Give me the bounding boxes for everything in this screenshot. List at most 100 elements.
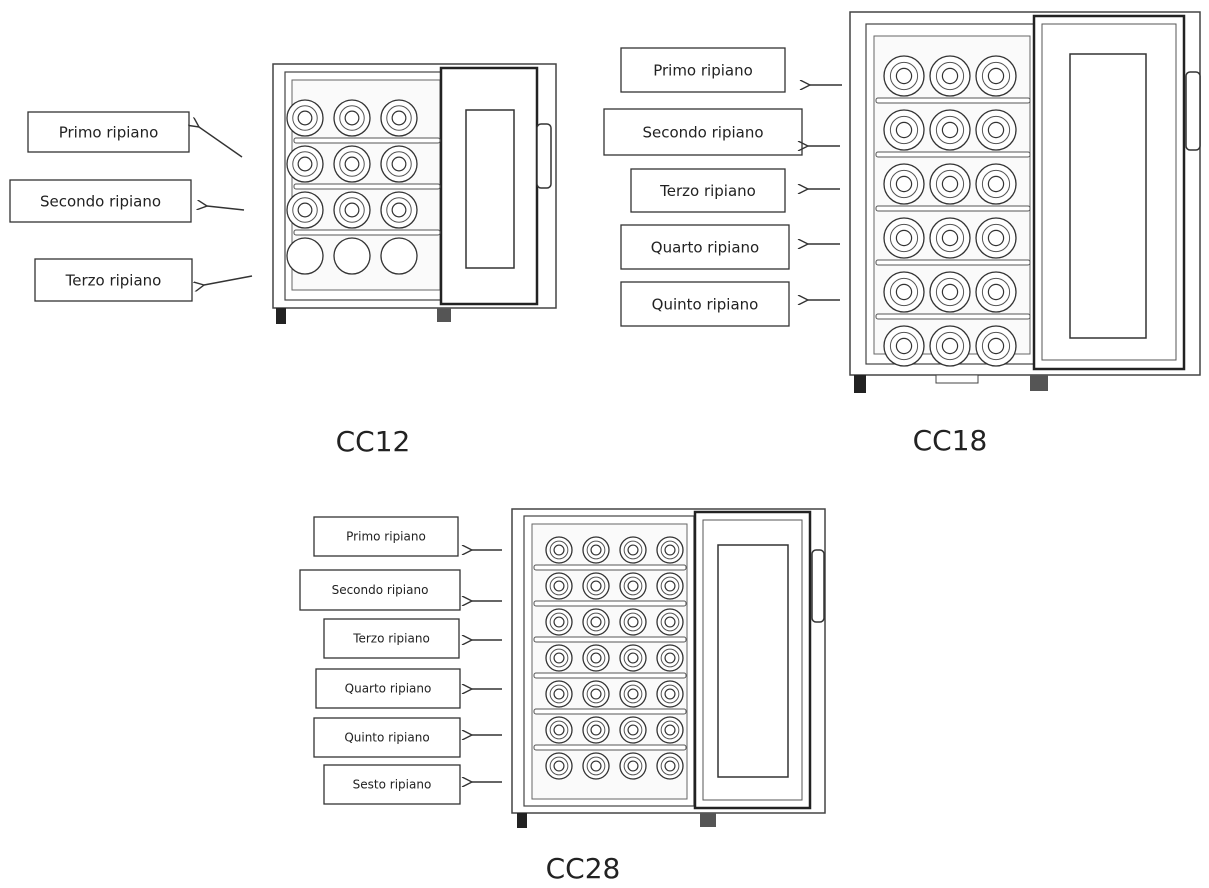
shelf-label-text: Sesto ripiano [353, 778, 432, 792]
bottle-rack [286, 99, 441, 275]
bottle [975, 325, 1017, 367]
bottle [656, 752, 684, 780]
bottle [545, 680, 573, 708]
bottle [545, 536, 573, 564]
shelf-label-box: Quinto ripiano [620, 281, 790, 327]
shelf-bar [533, 744, 687, 751]
bottle [975, 109, 1017, 151]
shelf-label-text: Primo ripiano [653, 61, 753, 79]
bottle [286, 99, 324, 137]
shelf-label-box: Terzo ripiano [630, 168, 786, 213]
cooler-door [439, 66, 552, 306]
bottle [975, 217, 1017, 259]
cooler-door [693, 510, 825, 810]
bottle [883, 217, 925, 259]
shelf-label-text: Terzo ripiano [659, 182, 756, 200]
shelf-label-box: Primo ripiano [27, 111, 190, 153]
bottle [656, 572, 684, 600]
bottle-rack [533, 536, 687, 780]
door-handle [811, 549, 825, 623]
shelf-label-text: Terzo ripiano [352, 632, 430, 646]
shelf-label-text: Secondo ripiano [40, 192, 161, 210]
bottle [619, 572, 647, 600]
bottle [619, 536, 647, 564]
bottle [619, 752, 647, 780]
bottle [380, 191, 418, 229]
bottle [656, 536, 684, 564]
shelf-bar [875, 259, 1031, 266]
shelf-label-text: Secondo ripiano [642, 123, 763, 141]
bottle [380, 237, 418, 275]
shelf-label-box: Terzo ripiano [323, 618, 460, 659]
shelf-bar [875, 313, 1031, 320]
shelf-label-text: Primo ripiano [59, 123, 159, 141]
bottle [656, 716, 684, 744]
shelf-label-box: Terzo ripiano [34, 258, 193, 302]
bottle [883, 325, 925, 367]
shelf-label-box: Secondo ripiano [9, 179, 192, 223]
bottle [380, 99, 418, 137]
shelf-label-box: Quarto ripiano [620, 224, 790, 270]
bottle [582, 716, 610, 744]
bottle [619, 644, 647, 672]
shelf-label-box: Secondo ripiano [603, 108, 803, 156]
bottle [380, 145, 418, 183]
bottle [333, 145, 371, 183]
bottle [545, 644, 573, 672]
bottle [929, 325, 971, 367]
pointer-arrow [199, 127, 243, 158]
model-label-cc18: CC18 [913, 424, 988, 457]
shelf-bar [533, 708, 687, 715]
shelf-bar [533, 672, 687, 679]
cooler-feet [517, 813, 716, 828]
bottle [975, 55, 1017, 97]
bottle [929, 217, 971, 259]
cooler-feet [854, 374, 1048, 393]
shelf-label-text: Quarto ripiano [651, 238, 759, 256]
shelf-label-text: Quarto ripiano [345, 682, 432, 696]
bottle [582, 572, 610, 600]
bottle [333, 237, 371, 275]
shelf-label-text: Quinto ripiano [652, 295, 759, 313]
bottle [582, 680, 610, 708]
bottle [619, 716, 647, 744]
shelf-label-box: Sesto ripiano [323, 764, 461, 805]
shelf-label-box: Primo ripiano [313, 516, 459, 557]
bottle [286, 191, 324, 229]
bottle [619, 608, 647, 636]
door-handle [1185, 71, 1201, 151]
cooler-door [1032, 14, 1201, 371]
shelf-bar [875, 97, 1031, 104]
shelf-label-box: Quarto ripiano [315, 668, 461, 709]
bottle-rack [875, 55, 1031, 367]
shelf-label-box: Quinto ripiano [313, 717, 461, 758]
bottle [333, 191, 371, 229]
bottle [929, 271, 971, 313]
bottle [975, 163, 1017, 205]
bottle [656, 608, 684, 636]
bottle [286, 145, 324, 183]
bottle [656, 644, 684, 672]
bottle [975, 271, 1017, 313]
pointer-arrow [204, 275, 253, 285]
bottle [929, 163, 971, 205]
shelf-bar [533, 564, 687, 571]
shelf-label-box: Secondo ripiano [299, 569, 461, 611]
bottle [883, 55, 925, 97]
shelf-bar [533, 600, 687, 607]
door-handle [536, 123, 552, 189]
cooler-feet [276, 308, 451, 324]
model-label-cc12: CC12 [336, 425, 411, 458]
bottle [582, 644, 610, 672]
pointer-arrow [207, 206, 245, 211]
shelf-bar [533, 636, 687, 643]
shelf-label-text: Terzo ripiano [65, 271, 162, 289]
bottle [545, 572, 573, 600]
bottle [545, 752, 573, 780]
shelf-label-box: Primo ripiano [620, 47, 786, 93]
